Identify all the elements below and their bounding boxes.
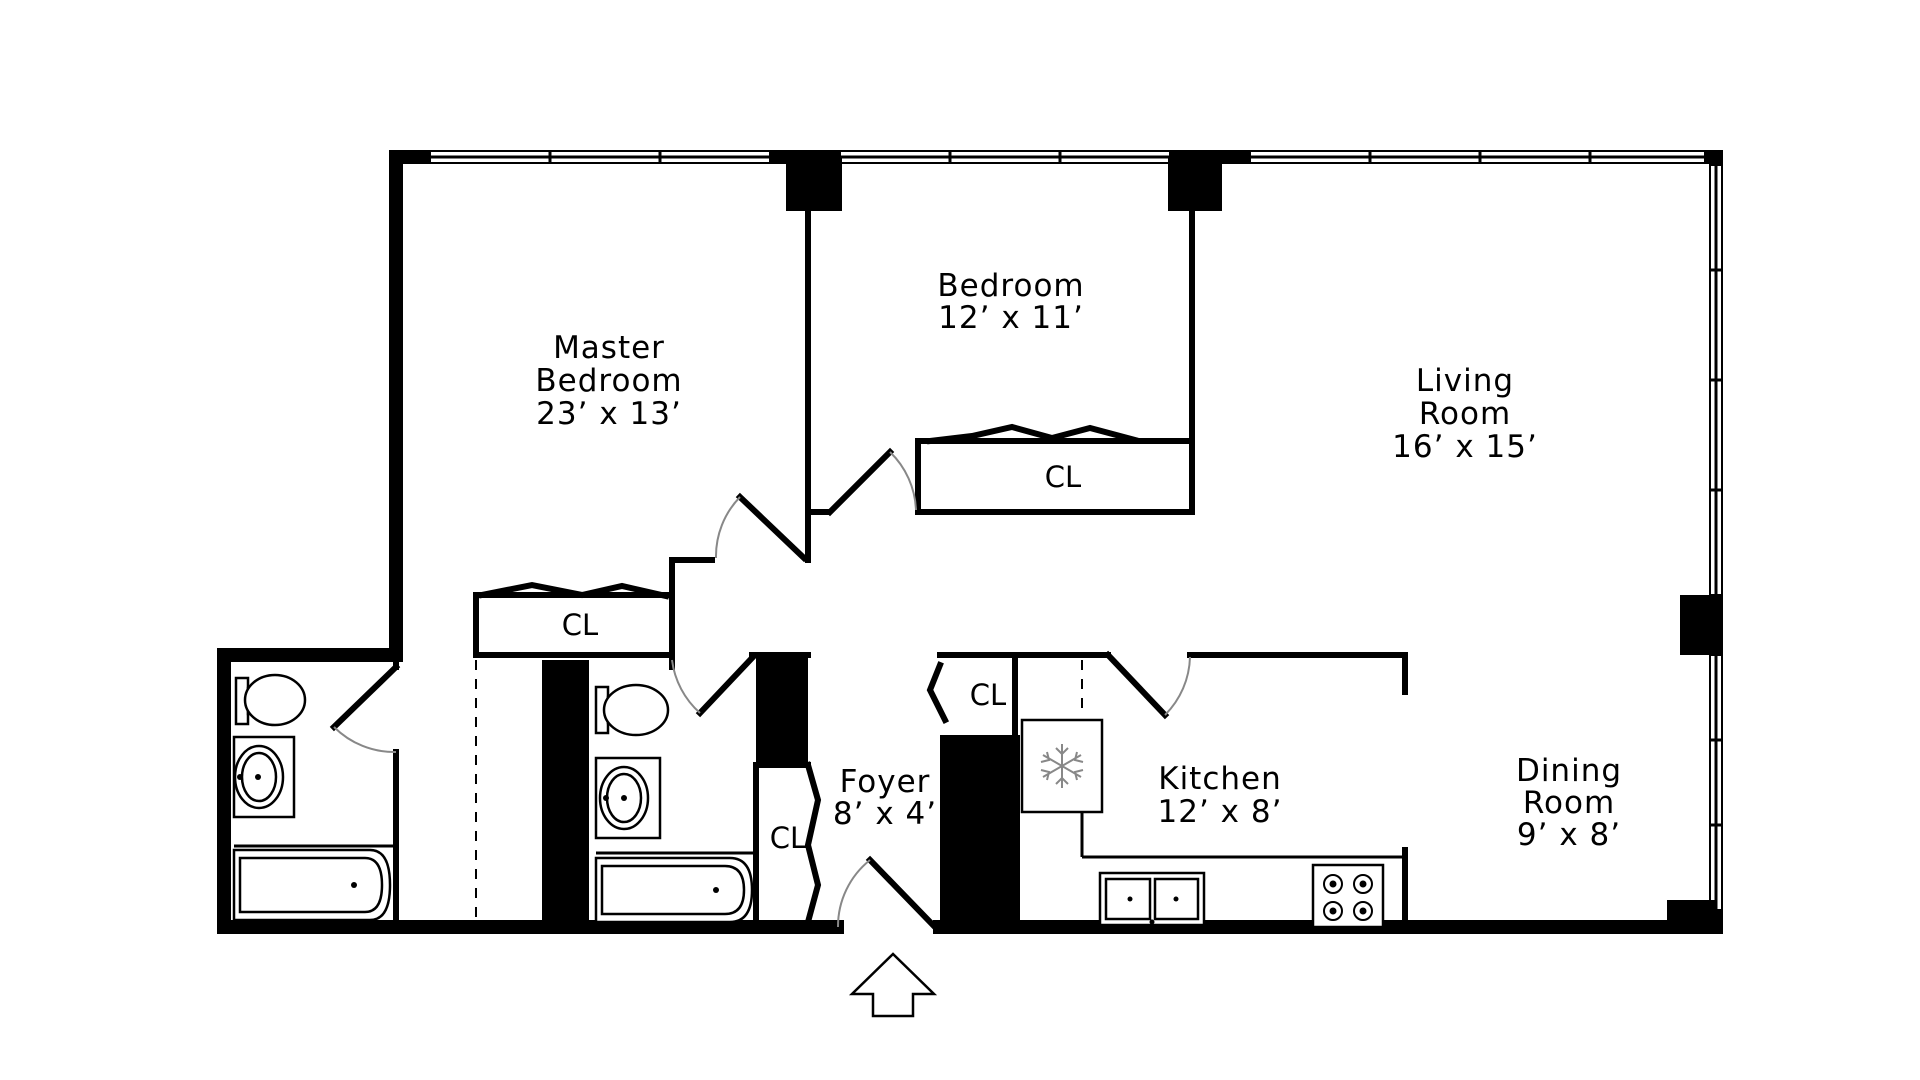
bathtub-icon <box>594 856 754 924</box>
sink-icon <box>1098 871 1206 927</box>
bedroom-closet-label: CL <box>1045 460 1081 494</box>
door-leaf <box>695 653 757 718</box>
dining-room-name-2: Room <box>1523 785 1615 821</box>
door-swing <box>1164 656 1191 716</box>
pipe-chase <box>756 655 808 765</box>
column <box>1680 595 1714 655</box>
pipe-chase <box>542 660 589 927</box>
bifold-door <box>926 661 950 725</box>
column <box>1667 900 1716 927</box>
dining-room-size: 9’ x 8’ <box>1517 817 1621 853</box>
master-bedroom-size: 23’ x 13’ <box>536 396 682 432</box>
sink-icon <box>232 735 296 819</box>
column <box>1168 157 1222 211</box>
window-top-middle <box>839 150 1171 164</box>
stove-burners-icon <box>1311 863 1385 929</box>
window-right-upper <box>1709 164 1723 596</box>
foyer-size: 8’ x 4’ <box>833 796 937 832</box>
bedroom-size: 12’ x 11’ <box>938 300 1084 336</box>
door-leaf <box>865 855 938 930</box>
door-swing <box>889 451 917 511</box>
door-leaf <box>1103 650 1170 720</box>
foyer-closet-label: CL <box>770 821 806 855</box>
master-bedroom-name-1: Master <box>553 330 665 366</box>
bifold-door <box>804 761 822 926</box>
living-room-size: 16’ x 15’ <box>1392 429 1538 465</box>
toilet-icon <box>234 673 307 727</box>
door-swing <box>333 726 397 754</box>
sink-icon <box>594 756 662 840</box>
master-closet-label: CL <box>562 608 598 642</box>
bathtub-icon <box>232 848 392 922</box>
entry-arrow-icon <box>848 952 938 1018</box>
toilet-icon <box>594 683 670 737</box>
kitchen-size: 12’ x 8’ <box>1158 794 1283 830</box>
window-top-right <box>1249 150 1706 164</box>
window-right-lower <box>1709 654 1723 911</box>
column <box>786 157 842 211</box>
door-swing <box>671 659 701 714</box>
outer-wall <box>217 150 1723 934</box>
kitchen-name: Kitchen <box>1158 761 1282 797</box>
kitchen-closet-label: CL <box>970 678 1006 712</box>
door-leaf <box>329 662 401 732</box>
foyer-name: Foyer <box>840 764 931 800</box>
refrigerator <box>1020 718 1104 814</box>
door-leaf <box>825 447 895 517</box>
bifold-door <box>926 423 1139 445</box>
bedroom-name: Bedroom <box>937 268 1084 304</box>
master-bedroom-name-2: Bedroom <box>535 363 682 399</box>
living-room-name-2: Room <box>1419 396 1511 432</box>
pipe-chase <box>940 735 1020 927</box>
door-swing <box>836 859 871 928</box>
dining-room-name-1: Dining <box>1516 753 1622 789</box>
living-room-name-1: Living <box>1416 363 1514 399</box>
snowflake-icon <box>1040 744 1084 788</box>
door-swing <box>714 496 741 559</box>
bifold-door <box>478 581 670 600</box>
door-leaf <box>735 492 809 563</box>
window-top-left <box>429 150 771 164</box>
